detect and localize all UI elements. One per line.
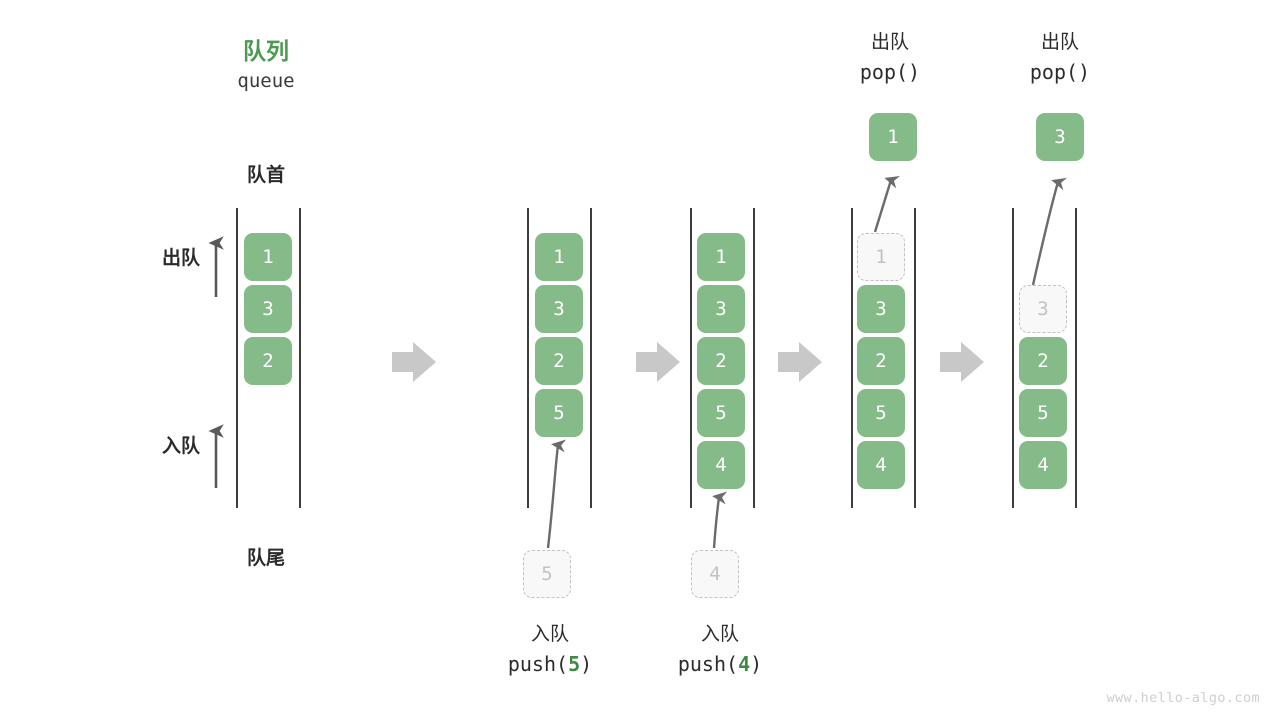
- queue-rail-right-initial: [299, 208, 301, 508]
- dequeue-direction-label: 出队: [161, 248, 200, 269]
- enqueue-direction-label: 入队: [161, 436, 200, 457]
- pop3-flow-arrow: [1031, 177, 1067, 286]
- queue-rail-left-pop3: [1012, 208, 1014, 508]
- queue-cell: 2: [857, 337, 905, 385]
- queue-cell: 5: [857, 389, 905, 437]
- pop1-flow-arrow: [873, 176, 901, 233]
- incoming-ghost-cell: 5: [523, 550, 571, 598]
- queue-cell-new: 5: [535, 389, 583, 437]
- push4-flow-arrow: [712, 491, 728, 549]
- queue-cell: 3: [244, 285, 292, 333]
- queue-rail-left-initial: [236, 208, 238, 508]
- operation-caption-push4: 入队 push(4): [635, 620, 805, 680]
- push5-flow-arrow: [546, 439, 567, 549]
- operation-label-cn: 入队: [530, 624, 569, 645]
- operation-code-arg: 5: [568, 652, 581, 677]
- operation-code: pop(): [1029, 60, 1091, 85]
- queue-rail-left-push4: [690, 208, 692, 508]
- operation-caption-pop3: 出队 pop(): [975, 28, 1145, 88]
- incoming-ghost-cell: 4: [691, 550, 739, 598]
- queue-rail-left-push5: [527, 208, 529, 508]
- queue-title-en: queue: [237, 70, 295, 92]
- site-watermark: www.hello-algo.com: [1106, 690, 1260, 706]
- queue-rail-right-pop3: [1075, 208, 1077, 508]
- queue-rail-left-pop1: [851, 208, 853, 508]
- step-arrow-1: [392, 342, 436, 382]
- queue-title-cn: 队列: [243, 38, 289, 64]
- queue-cell: 5: [1019, 389, 1067, 437]
- queue-cell: 3: [697, 285, 745, 333]
- queue-cell-removed: 1: [857, 233, 905, 281]
- queue-cell-removed: 3: [1019, 285, 1067, 333]
- queue-cell: 4: [857, 441, 905, 489]
- step-arrow-4: [940, 342, 984, 382]
- queue-cell: 2: [535, 337, 583, 385]
- queue-cell: 1: [697, 233, 745, 281]
- queue-rail-right-pop1: [914, 208, 916, 508]
- queue-cell: 5: [697, 389, 745, 437]
- step-arrow-2: [636, 342, 680, 382]
- queue-rail-right-push4: [753, 208, 755, 508]
- queue-rail-right-push5: [590, 208, 592, 508]
- queue-cell: 1: [535, 233, 583, 281]
- operation-label-cn: 入队: [700, 624, 739, 645]
- operation-label-cn: 出队: [1040, 32, 1079, 53]
- operation-code-prefix: push(: [677, 652, 739, 677]
- queue-cell: 2: [244, 337, 292, 385]
- operation-caption-push5: 入队 push(5): [465, 620, 635, 680]
- queue-front-label: 队首: [246, 165, 285, 186]
- operation-code-prefix: push(: [507, 652, 569, 677]
- queue-cell: 2: [697, 337, 745, 385]
- queue-cell: 4: [1019, 441, 1067, 489]
- operation-code: push(4): [635, 649, 805, 680]
- queue-cell: 1: [244, 233, 292, 281]
- operation-code: push(5): [465, 649, 635, 680]
- operation-code-suffix: ): [750, 652, 763, 677]
- operation-label-cn: 出队: [870, 32, 909, 53]
- popped-cell: 1: [869, 113, 917, 161]
- queue-cell: 2: [1019, 337, 1067, 385]
- operation-code: pop(): [859, 60, 921, 85]
- popped-cell: 3: [1036, 113, 1084, 161]
- queue-cell: 3: [857, 285, 905, 333]
- queue-cell: 3: [535, 285, 583, 333]
- queue-cell-new: 4: [697, 441, 745, 489]
- queue-rear-label: 队尾: [246, 548, 285, 569]
- step-arrow-3: [778, 342, 822, 382]
- operation-code-arg: 4: [738, 652, 751, 677]
- operation-code-suffix: ): [580, 652, 593, 677]
- operation-caption-pop1: 出队 pop(): [805, 28, 975, 88]
